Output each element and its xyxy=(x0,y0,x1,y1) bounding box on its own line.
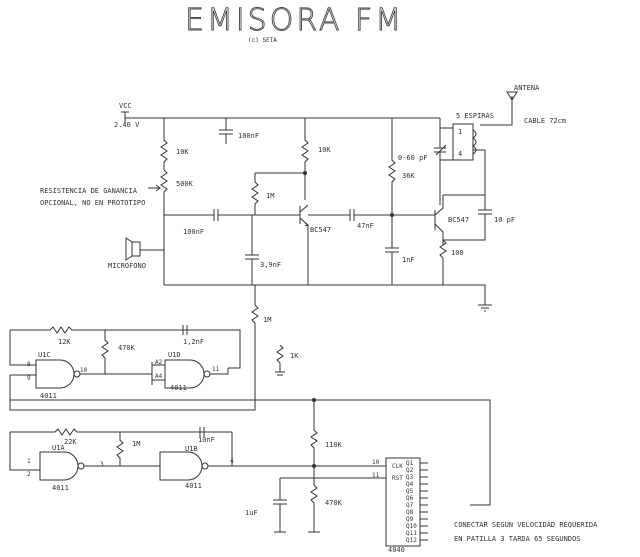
mic-label: MICROFONO xyxy=(108,262,146,270)
u1d-a2: A2 xyxy=(155,359,163,366)
coil-pin-4: 4 xyxy=(458,150,462,158)
ic-output-label: Q10 xyxy=(406,523,417,530)
ic-output-label: Q1 xyxy=(406,460,414,467)
diagram-subtitle: (c) SETA xyxy=(248,37,277,44)
ic-clk: CLK xyxy=(392,463,403,470)
c100nf-label: 100nF xyxy=(238,132,259,140)
u1b-name: 4011 xyxy=(185,482,202,490)
r36k-label: 36K xyxy=(402,172,415,180)
u1a-pin1: 1 xyxy=(27,458,31,465)
ic-output-label: Q2 xyxy=(406,467,414,474)
u1c-pin10: 10 xyxy=(80,367,88,374)
timer-section: 22K 10nF 1M U1A 4011 1 2 3 U1B 4011 4 11… xyxy=(9,398,598,554)
ic-output-label: Q11 xyxy=(406,530,417,537)
c100nf-b-label: 100nF xyxy=(183,228,204,236)
u1d-name: 4011 xyxy=(170,384,187,392)
u1b-pin4: 4 xyxy=(230,458,234,465)
u1b-label: U1B xyxy=(185,445,198,453)
r12k-label: 12K xyxy=(58,338,71,346)
ic-output-label: Q9 xyxy=(406,516,414,523)
ic-output-label: Q4 xyxy=(406,481,414,488)
coil-turns-label: 5 ESPIRAS xyxy=(456,112,494,120)
r10k-a-label: 10K xyxy=(176,148,189,156)
u1a-pin2: 2 xyxy=(27,471,31,478)
tone-oscillator: 1M 12K 1,2nF 470K U1C 4011 8 9 10 U1D 40… xyxy=(9,285,299,411)
r10k-b-label: 10K xyxy=(318,146,331,154)
q2-label: BC547 xyxy=(448,216,469,224)
u1d-pin11: 11 xyxy=(212,366,220,373)
antenna-label: ANTENA xyxy=(514,84,540,92)
u1a-name: 4011 xyxy=(52,484,69,492)
c1-2nf-label: 1,2nF xyxy=(183,338,204,346)
vcc-voltage: 2.40 V xyxy=(114,121,140,129)
antenna-cable-label: CABLE 72cm xyxy=(524,117,566,125)
ic-output-label: Q6 xyxy=(406,495,414,502)
ic-output-label: Q5 xyxy=(406,488,414,495)
c3-9nf-label: 3,9nF xyxy=(260,261,281,269)
ic-pin10: 10 xyxy=(372,459,380,466)
c1nf-label: 1nF xyxy=(402,256,415,264)
u1d-a4: A4 xyxy=(155,373,163,380)
c47nf-label: 47nF xyxy=(357,222,374,230)
ic-output-label: Q3 xyxy=(406,474,414,481)
r470k-b-label: 470K xyxy=(325,499,343,507)
r470k-a-label: 470K xyxy=(118,344,136,352)
coil-pin-1: 1 xyxy=(458,128,462,136)
u1a-label: U1A xyxy=(52,444,65,452)
rf-section: VCC 2.40 V 100nF 10K 500K RESISTENCIA DE… xyxy=(40,84,566,312)
u1c-label: U1C xyxy=(38,351,51,359)
ic-rst: RST xyxy=(392,475,403,482)
ic-output-label: Q12 xyxy=(406,537,417,544)
c10nf-label: 10nF xyxy=(198,436,215,444)
pot500k-label: 500K xyxy=(176,180,194,188)
r100-label: 100 xyxy=(451,249,464,257)
u1a-pin3: 3 xyxy=(100,461,104,468)
r1m-c-label: 1M xyxy=(132,440,140,448)
gain-note-2: OPCIONAL, NO EN PROTOTIPO xyxy=(40,199,145,207)
r1m-b-label: 1M xyxy=(263,316,271,324)
r1k-label: 1K xyxy=(290,352,299,360)
diagram-title: EMISORA FM xyxy=(185,3,404,38)
connect-note: CONECTAR SEGUN VELOCIDAD REQUERIDA xyxy=(454,521,598,529)
vcc-label: VCC xyxy=(119,102,132,110)
ic-output-label: Q8 xyxy=(406,509,414,516)
ic4040-label: 4040 xyxy=(388,546,405,554)
connect-note-2: EN PATILLA 3 TARDA 65 SEGUNDOS xyxy=(454,535,580,543)
c1uf-label: 1uF xyxy=(245,509,258,517)
ctrim-label: 0-60 pF xyxy=(398,154,428,162)
gain-note: RESISTENCIA DE GANANCIA xyxy=(40,187,138,195)
u1d-label: U1D xyxy=(168,351,181,359)
u1c-pin9: 9 xyxy=(27,375,31,382)
c10pf-label: 10 pF xyxy=(494,216,515,224)
u1c-name: 4011 xyxy=(40,392,57,400)
r110k-label: 110K xyxy=(325,441,343,449)
ic-output-label: Q7 xyxy=(406,502,414,509)
r1m-a-label: 1M xyxy=(266,192,274,200)
r22k-label: 22K xyxy=(64,438,77,446)
q1-label: BC547 xyxy=(310,226,331,234)
ic-pin11: 11 xyxy=(372,472,380,479)
